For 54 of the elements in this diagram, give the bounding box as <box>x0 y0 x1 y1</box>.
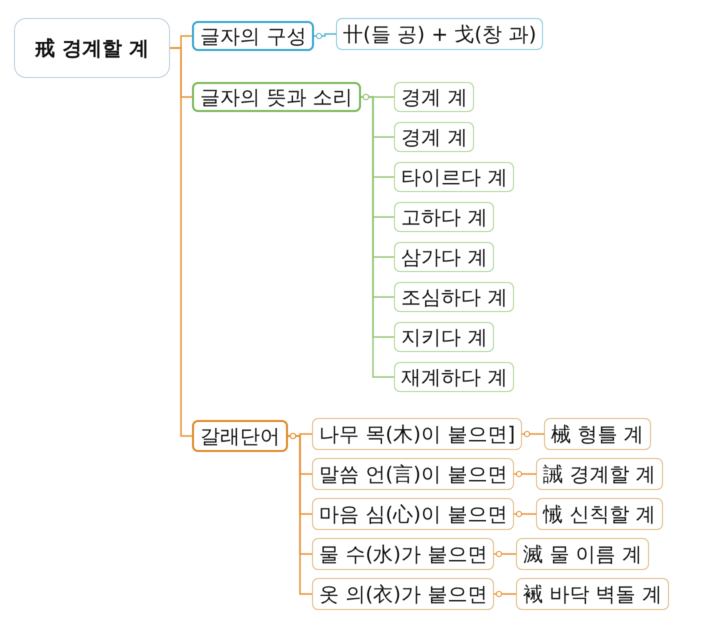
topic-box <box>192 21 314 51</box>
connector <box>494 590 516 598</box>
topic-box <box>336 18 544 50</box>
topic-box <box>394 322 494 352</box>
topic-text: 타이르다 계 <box>401 167 508 187</box>
topic-box <box>394 362 514 392</box>
topic-text: 滅 물 이름 계 <box>523 544 642 564</box>
topic-text: 誡 경계할 계 <box>543 464 656 484</box>
topic-text: 조심하다 계 <box>401 287 508 307</box>
topic-text: 마음 심(心)이 붙으면 <box>319 504 508 524</box>
topic-box <box>516 578 670 610</box>
topic-box <box>516 538 650 570</box>
connector <box>314 32 336 40</box>
topic-box <box>394 122 474 152</box>
topic-text: 械 형틀 계 <box>551 424 644 444</box>
connector <box>288 432 312 595</box>
topic-text: 戒 경계할 계 <box>35 38 149 58</box>
topic-text: 나무 목(木)이 붙으면] <box>319 424 516 444</box>
topic-box <box>394 82 474 112</box>
topic-text: 경계 계 <box>401 87 468 107</box>
topic-box <box>312 418 522 450</box>
topic-box <box>312 498 514 530</box>
topic-text: 卄(들 공) + 戈(창 과) <box>343 24 536 44</box>
topic-text: 글자의 구성 <box>200 26 306 46</box>
topic-box <box>394 202 494 232</box>
topic-box <box>192 420 288 452</box>
connector <box>170 47 192 437</box>
topic-text: 고하다 계 <box>401 207 488 227</box>
connector <box>494 550 516 558</box>
root-topic-box <box>14 18 170 78</box>
topic-box <box>536 498 663 530</box>
topic-box <box>536 458 663 490</box>
topic-box <box>192 82 361 112</box>
topic-text: 글자의 뜻과 소리 <box>200 87 353 107</box>
topic-text: 옷 의(衣)가 붙으면 <box>319 584 488 604</box>
topic-text: 갈래단어 <box>200 426 280 446</box>
topic-box <box>394 162 514 192</box>
topic-text: 경계 계 <box>401 127 468 147</box>
topic-box <box>312 538 494 570</box>
topic-box <box>394 242 494 272</box>
topic-box <box>394 282 514 312</box>
connector <box>514 510 536 518</box>
topic-box <box>544 418 651 450</box>
connector <box>514 470 536 478</box>
topic-box <box>312 458 514 490</box>
topic-box <box>312 578 494 610</box>
topic-text: 재계하다 계 <box>401 367 508 387</box>
topic-text: 悈 신칙할 계 <box>543 504 656 524</box>
topic-text: 裓 바닥 벽돌 계 <box>523 584 662 604</box>
topic-text: 삼가다 계 <box>401 247 488 267</box>
connector <box>522 430 544 438</box>
topic-text: 말씀 언(言)이 붙으면 <box>319 464 508 484</box>
topic-text: 물 수(水)가 붙으면 <box>319 544 488 564</box>
topic-text: 지키다 계 <box>401 327 488 347</box>
